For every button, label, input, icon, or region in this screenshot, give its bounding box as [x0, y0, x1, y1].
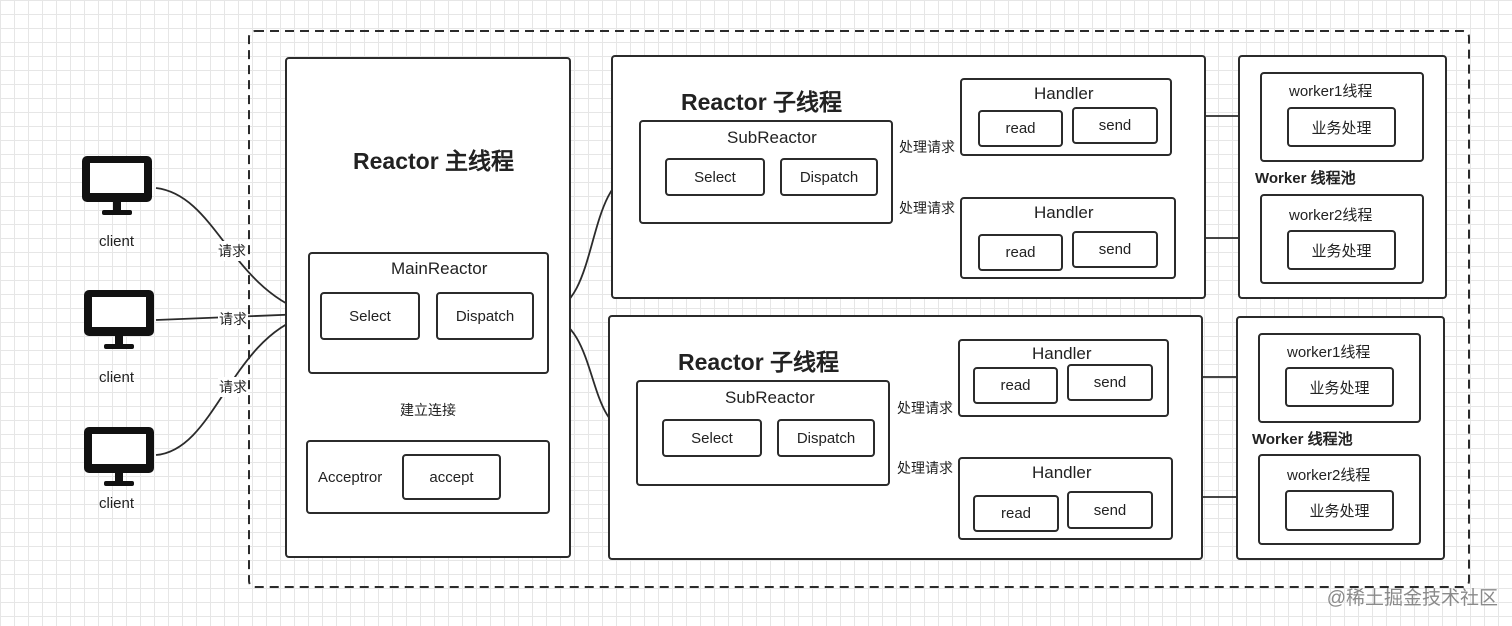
- worker-thread-title: worker1线程: [1287, 344, 1371, 361]
- send-button: send: [1067, 491, 1153, 529]
- handler-title: Handler: [1034, 203, 1094, 222]
- business-process-box: 业务处理: [1285, 367, 1394, 407]
- main-reactor-title: MainReactor: [391, 259, 488, 278]
- client-label: client: [99, 233, 135, 250]
- handle-request-edge-label: 处理请求: [898, 137, 956, 157]
- business-process-box: 业务处理: [1287, 230, 1396, 270]
- handler-title: Handler: [1032, 463, 1092, 482]
- send-button: send: [1067, 364, 1153, 401]
- client-label: client: [99, 369, 135, 386]
- watermark: @稀土掘金技术社区: [1326, 588, 1498, 609]
- connect-edge-label: 建立连接: [399, 400, 457, 420]
- reactor-sub-thread-title: Reactor 子线程: [678, 349, 840, 375]
- read-button: read: [973, 495, 1059, 532]
- sub-dispatch-button: Dispatch: [780, 158, 878, 196]
- worker-thread-title: worker1线程: [1289, 83, 1373, 100]
- send-button: send: [1072, 231, 1158, 268]
- handler-title: Handler: [1034, 84, 1094, 103]
- handler-title: Handler: [1032, 344, 1092, 363]
- system-boundary: [248, 30, 1470, 588]
- request-edge-label: 请求: [217, 241, 247, 261]
- worker-thread-title: worker2线程: [1289, 207, 1373, 224]
- sub-select-button: Select: [665, 158, 765, 196]
- worker-pool-title: Worker 线程池: [1252, 431, 1353, 448]
- accept-button: accept: [402, 454, 501, 500]
- request-edge-label: 请求: [218, 309, 248, 329]
- send-button: send: [1072, 107, 1158, 144]
- handle-request-edge-label: 处理请求: [896, 458, 954, 478]
- read-button: read: [978, 110, 1063, 147]
- monitor-icon: [84, 427, 154, 486]
- sub-reactor-title: SubReactor: [727, 128, 817, 147]
- request-edge-label: 请求: [218, 377, 248, 397]
- reactor-main-thread-title: Reactor 主线程: [353, 148, 515, 174]
- reactor-sub-thread-title: Reactor 子线程: [681, 89, 843, 115]
- main-dispatch-button: Dispatch: [436, 292, 534, 340]
- main-select-button: Select: [320, 292, 420, 340]
- sub-select-button: Select: [662, 419, 762, 457]
- monitor-icon: [82, 156, 152, 215]
- sub-dispatch-button: Dispatch: [777, 419, 875, 457]
- read-button: read: [973, 367, 1058, 404]
- business-process-box: 业务处理: [1287, 107, 1396, 147]
- monitor-icon: [84, 290, 154, 349]
- acceptor-title: Acceptror: [318, 469, 383, 486]
- client-label: client: [99, 495, 135, 512]
- worker-thread-title: worker2线程: [1287, 467, 1371, 484]
- worker-pool-title: Worker 线程池: [1255, 170, 1356, 187]
- read-button: read: [978, 234, 1063, 271]
- sub-reactor-title: SubReactor: [725, 388, 815, 407]
- handle-request-edge-label: 处理请求: [896, 398, 954, 418]
- handle-request-edge-label: 处理请求: [898, 198, 956, 218]
- business-process-box: 业务处理: [1285, 490, 1394, 531]
